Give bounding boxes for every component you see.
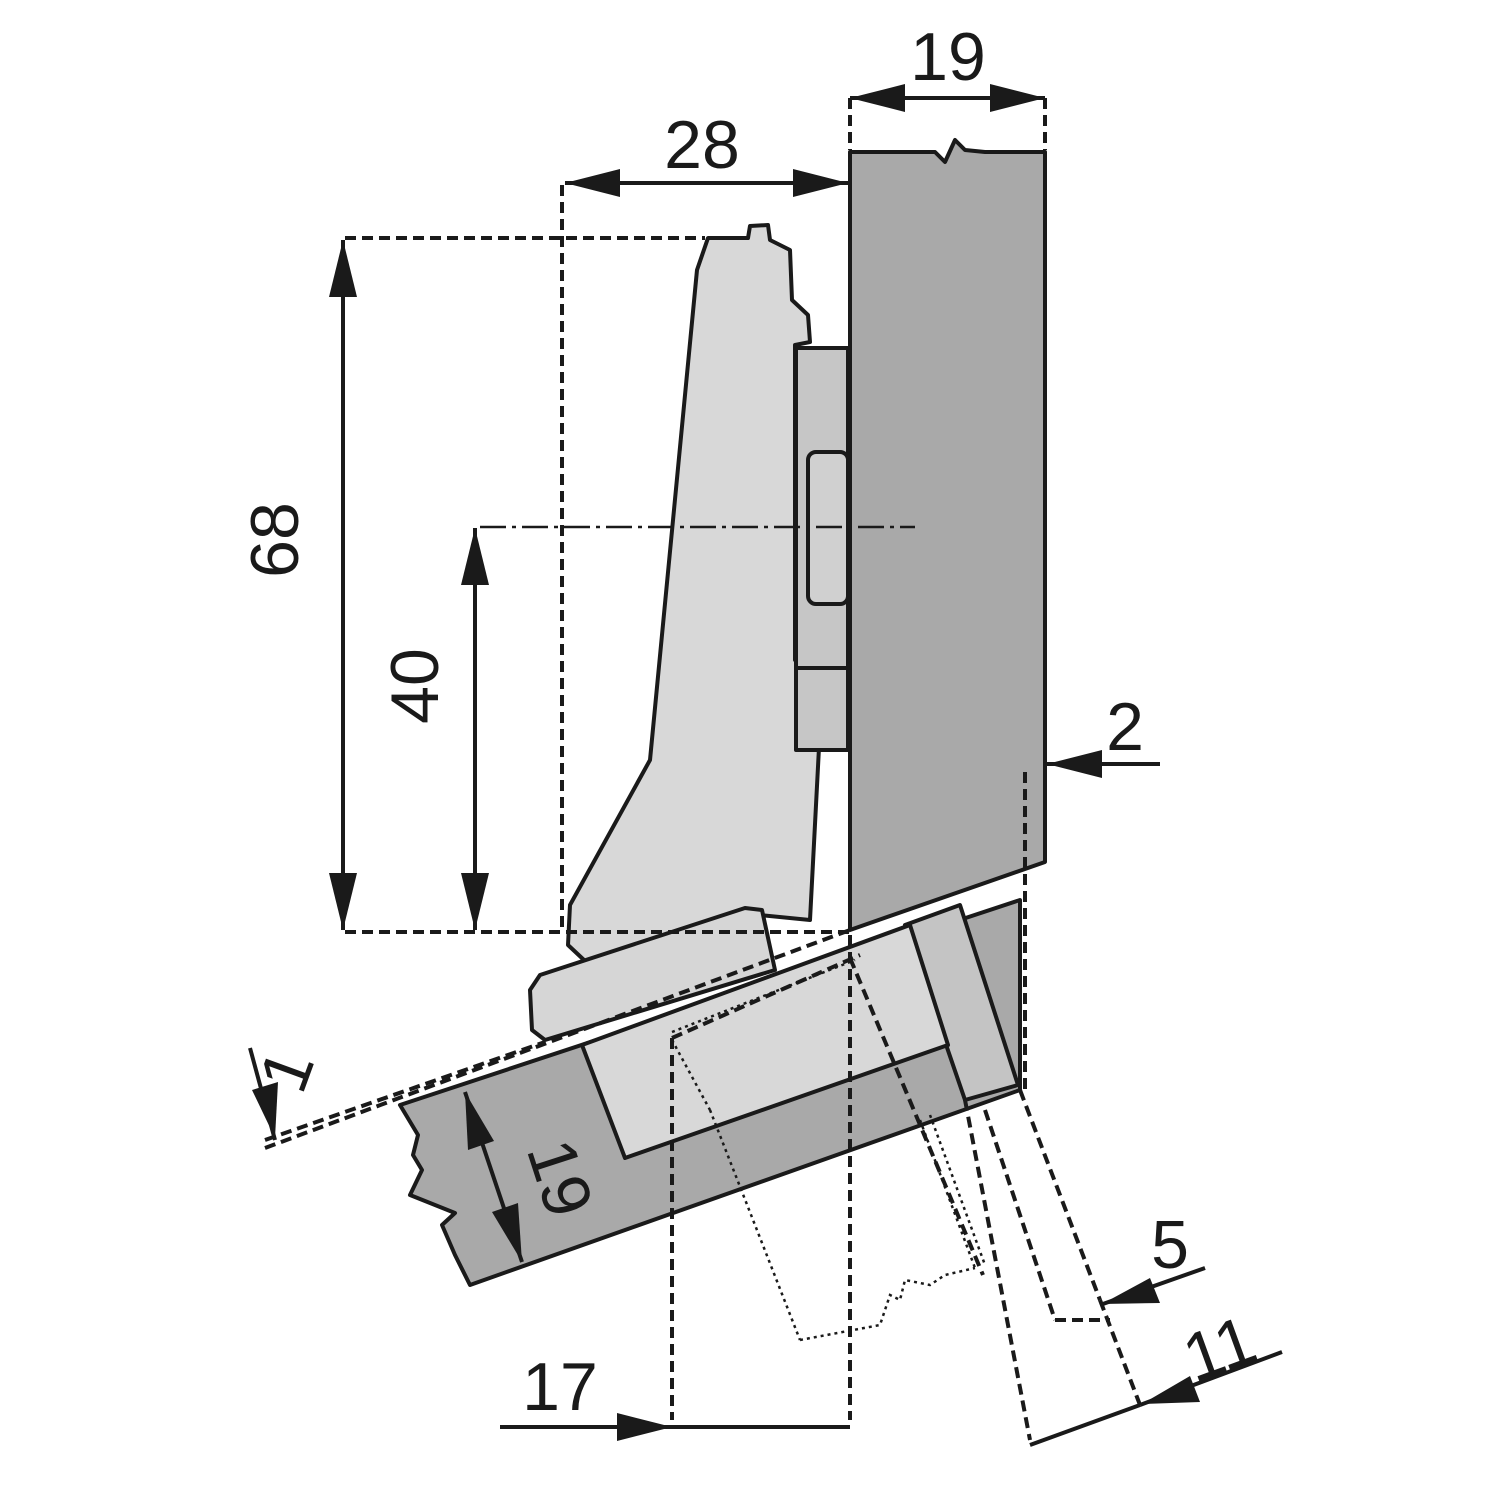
dim-cup-offset: 17 [500, 1349, 850, 1441]
hinge-arm-body [566, 223, 824, 977]
dim-overlay: 11 [1029, 1301, 1283, 1447]
cup-lid [528, 906, 777, 1042]
hinge-arm [566, 223, 850, 977]
hinge-depth-label: 28 [664, 107, 740, 183]
dim-overall-height: 68 [237, 240, 357, 930]
cup-center-label: 40 [377, 648, 453, 724]
cabinet-side-panel [848, 138, 1047, 932]
dim-offset: 1 [245, 1040, 329, 1141]
gap-label: 2 [1106, 689, 1144, 765]
mounting-plate-lower [794, 666, 850, 752]
side-panel-body [848, 138, 1047, 932]
cup-offset-label: 17 [522, 1349, 598, 1425]
overall-height-label: 68 [237, 502, 313, 578]
dim-cup-center: 40 [377, 528, 489, 930]
construction-lines [264, 98, 1142, 1441]
dim-gap: 2 [1045, 689, 1160, 778]
dim-side-thickness: 19 [850, 19, 1045, 112]
side-thickness-label: 19 [910, 19, 986, 95]
hidden-lines [670, 958, 987, 1342]
dim-cup-distance: 5 [1099, 1207, 1206, 1307]
cup-distance-label: 5 [1151, 1207, 1189, 1283]
dim-hinge-depth: 28 [565, 107, 848, 197]
